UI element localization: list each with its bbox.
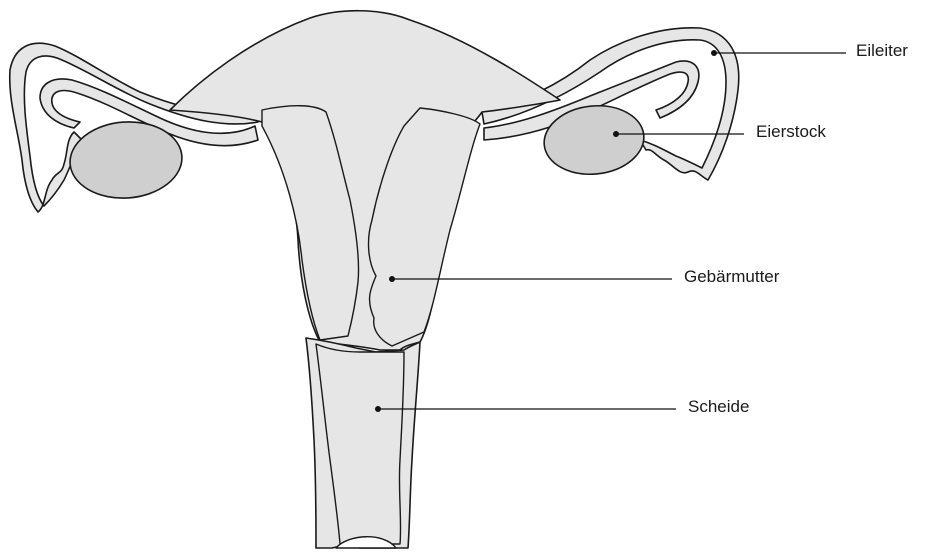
pointer-dot-scheide — [375, 406, 381, 412]
label-gebaermutter: Gebärmutter — [684, 267, 779, 287]
pointer-dot-eierstock — [613, 131, 619, 137]
pointer-dot-gebaermutter — [389, 276, 395, 282]
label-eierstock: Eierstock — [756, 122, 826, 142]
uterus-body — [170, 11, 560, 350]
pointer-dot-eileiter — [711, 50, 717, 56]
label-scheide: Scheide — [688, 397, 749, 417]
label-eileiter: Eileiter — [856, 41, 908, 61]
